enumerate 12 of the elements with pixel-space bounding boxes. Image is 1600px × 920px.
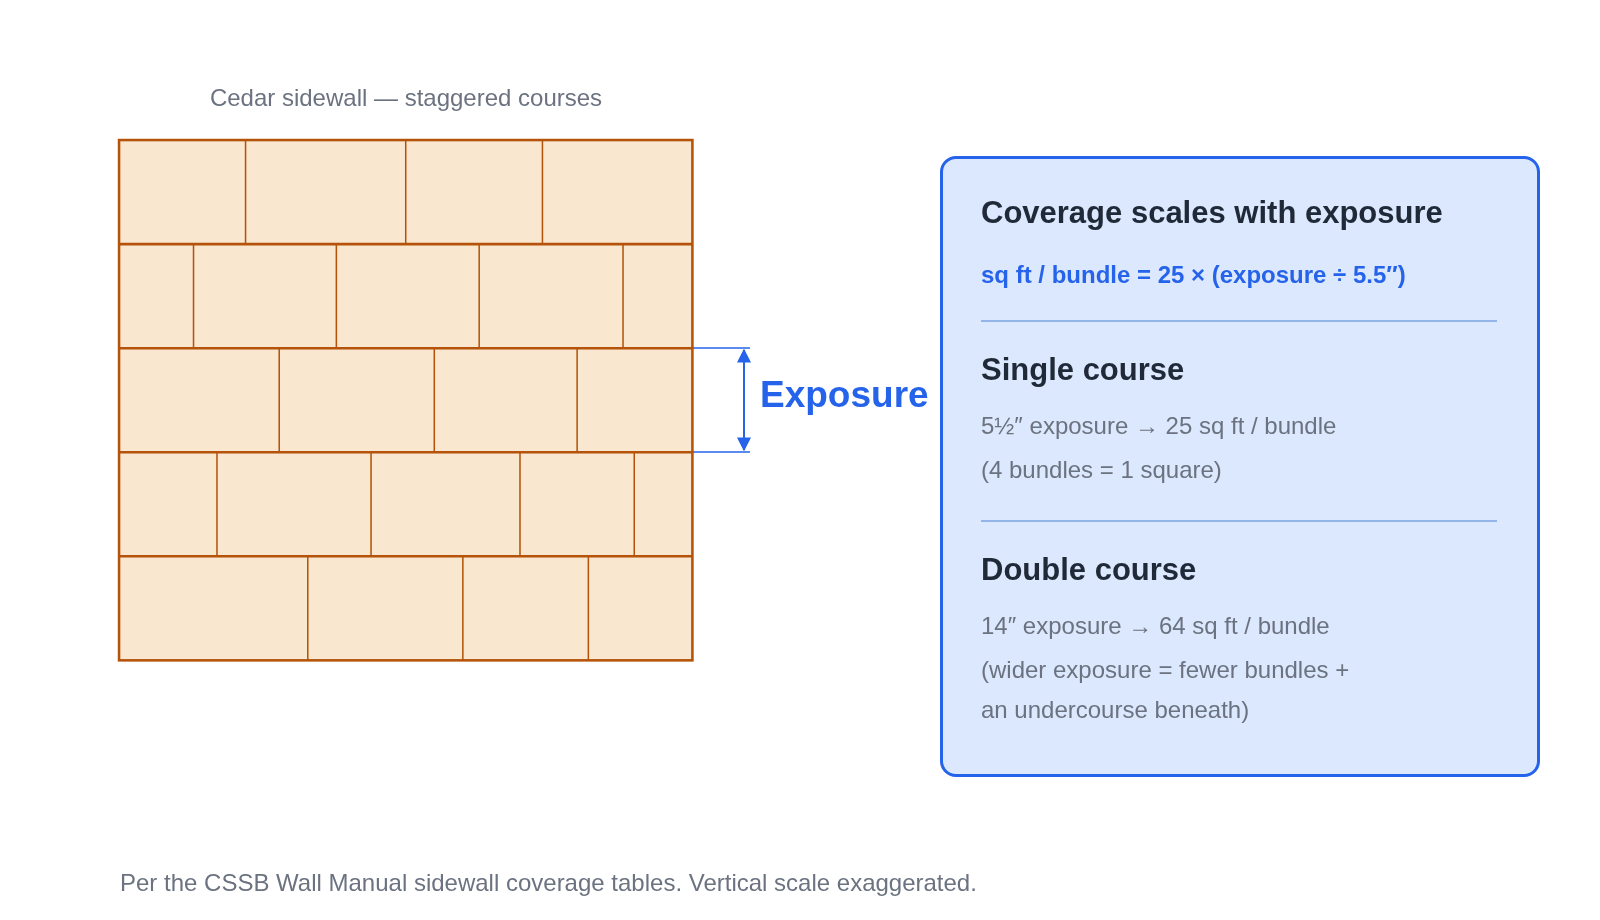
caption: Per the CSSB Wall Manual sidewall coverage tables. Vertical scale exaggerated. xyxy=(120,869,977,897)
formula-text: sq ft / bundle = 25 × (exposure ÷ 5.5″) xyxy=(981,261,1407,289)
diagram-title: Cedar sidewall — staggered courses xyxy=(208,84,604,112)
section-heading: Single course xyxy=(981,352,1186,388)
body-text: (wider exposure = fewer bundles + an undercourse beneath) xyxy=(981,655,1351,725)
body-text: 14″ exposure → 64 sq ft / bundle xyxy=(981,611,1331,641)
body-text: 5½″ exposure → 25 sq ft / bundle xyxy=(981,411,1338,441)
info-panel xyxy=(940,156,1540,777)
dimension-label: Exposure xyxy=(760,374,929,416)
panel-heading: Coverage scales with exposure xyxy=(981,195,1444,231)
body-text: (4 bundles = 1 square) xyxy=(981,455,1223,485)
section-heading: Double course xyxy=(981,552,1198,588)
